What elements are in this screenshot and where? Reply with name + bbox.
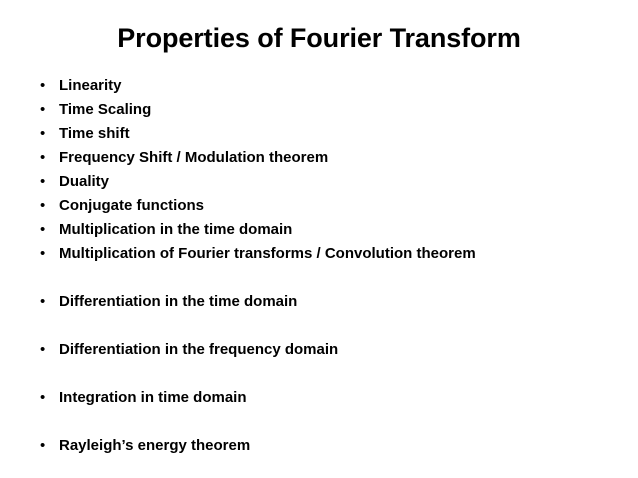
list-item-label: Conjugate functions: [59, 197, 204, 214]
page-title: Properties of Fourier Transform: [117, 23, 521, 53]
list-item-label: Rayleigh’s energy theorem: [59, 437, 251, 454]
list-item-label: Multiplication of Fourier transforms / C…: [59, 245, 476, 262]
list-item-label: Differentiation in the time domain: [59, 293, 298, 310]
list-item-label: Frequency Shift / Modulation theorem: [59, 149, 329, 166]
bullet-dot-icon: •: [40, 77, 46, 94]
bullet-dot-icon: •: [40, 221, 46, 238]
bullet-dot-icon: •: [40, 197, 46, 214]
list-item: • Conjugate functions: [36, 194, 632, 218]
list-item: • Frequency Shift / Modulation theorem: [36, 146, 632, 170]
bullet-dot-icon: •: [40, 173, 46, 190]
list-item: • Differentiation in the time domain: [36, 290, 632, 314]
bullet-dot-icon: •: [40, 437, 46, 454]
bullet-dot-icon: •: [40, 125, 46, 142]
list-item: • Time Scaling: [36, 98, 632, 122]
list-item: • Multiplication of Fourier transforms / …: [36, 242, 632, 266]
bullet-dot-icon: •: [40, 293, 46, 310]
list-item: • Linearity: [36, 74, 632, 98]
bullet-list: • Linearity • Time Scaling • Time shift • Frequ…: [36, 74, 632, 458]
list-item-label: Linearity: [59, 77, 122, 94]
list-item-label: Integration in time domain: [59, 389, 247, 406]
list-item: • Time shift: [36, 122, 632, 146]
list-item: • Differentiation in the frequency domain: [36, 338, 632, 362]
list-item-label: Multiplication in the time domain: [59, 221, 293, 238]
list-item-label: Time Scaling: [59, 101, 152, 118]
list-item-label: Time shift: [59, 125, 130, 142]
list-item: • Integration in time domain: [36, 386, 632, 410]
list-item: • Rayleigh’s energy theorem: [36, 434, 632, 458]
bullet-dot-icon: •: [40, 149, 46, 166]
list-item: • Multiplication in the time domain: [36, 218, 632, 242]
list-item-label: Duality: [59, 173, 110, 190]
bullet-dot-icon: •: [40, 101, 46, 118]
bullet-dot-icon: •: [40, 245, 46, 262]
list-item-label: Differentiation in the frequency domain: [59, 341, 339, 358]
bullet-dot-icon: •: [40, 389, 46, 406]
bullet-dot-icon: •: [40, 341, 46, 358]
list-item: • Duality: [36, 170, 632, 194]
